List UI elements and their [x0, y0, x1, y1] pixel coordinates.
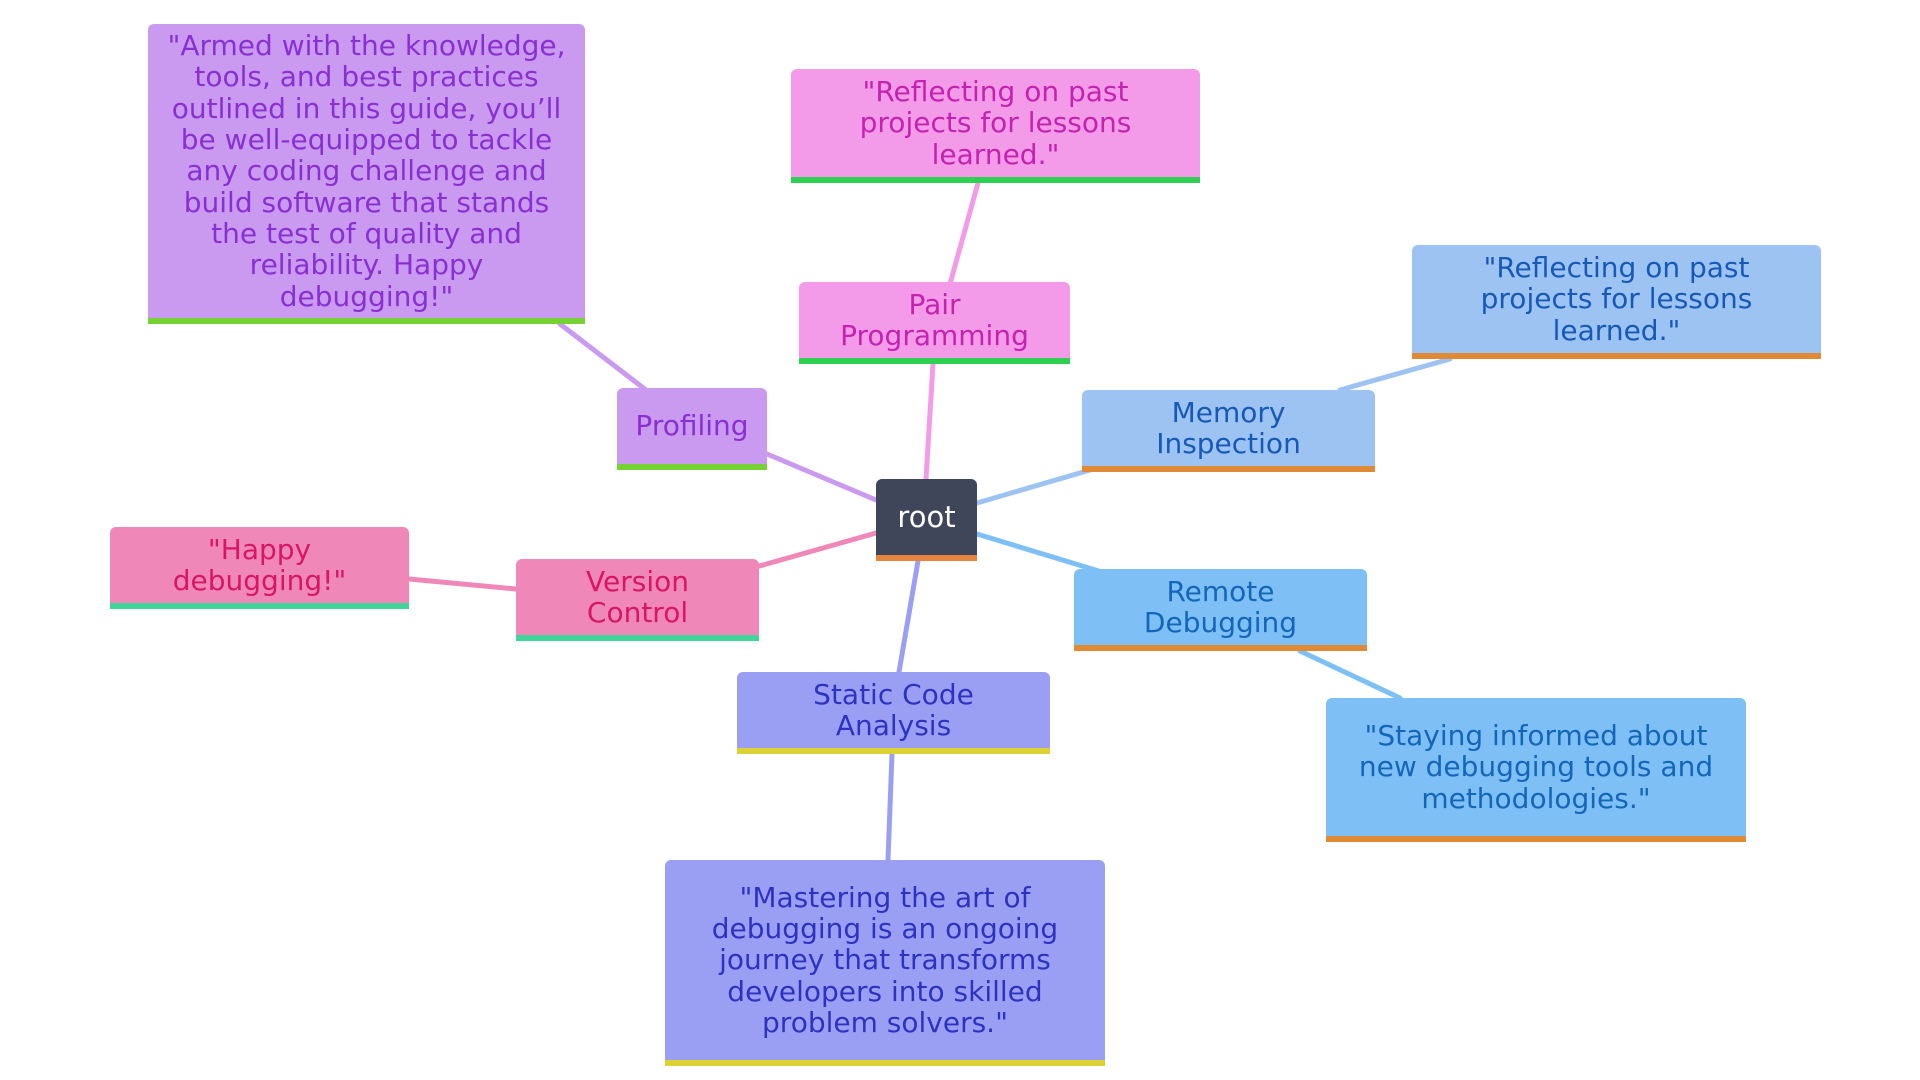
edge-root-memory: [974, 467, 1093, 506]
node-profiling-label: Profiling: [635, 409, 749, 443]
edge-remote-leaf: [1297, 648, 1403, 701]
edge-root-profiling: [764, 451, 879, 503]
node-profiling-note[interactable]: "Armed with the knowledge, tools, and be…: [148, 24, 585, 324]
edge-pair-leaf: [947, 180, 981, 287]
node-version-control[interactable]: Version Control: [516, 559, 759, 641]
node-static-code-analysis[interactable]: Static Code Analysis: [737, 672, 1050, 754]
edge-root-remote: [974, 531, 1105, 575]
node-static-code-analysis-label: Static Code Analysis: [813, 677, 974, 742]
node-memory-inspection-label: Memory Inspection: [1156, 395, 1301, 460]
node-profiling[interactable]: Profiling: [617, 388, 767, 470]
node-static-code-analysis-note-text: "Mastering the art of debugging is an on…: [711, 880, 1059, 1040]
edge-memory-leaf: [1337, 356, 1453, 393]
node-remote-debugging-label: Remote Debugging: [1143, 574, 1298, 639]
node-profiling-note-text: "Armed with the knowledge, tools, and be…: [167, 28, 566, 313]
root-node[interactable]: root: [876, 479, 977, 561]
node-remote-debugging[interactable]: Remote Debugging: [1074, 569, 1367, 651]
node-static-code-analysis-note[interactable]: "Mastering the art of debugging is an on…: [665, 860, 1105, 1066]
edge-root-static: [896, 558, 921, 675]
node-remote-debugging-note[interactable]: "Staying informed about new debugging to…: [1326, 698, 1746, 842]
node-memory-inspection-note[interactable]: "Reflecting on past projects for lessons…: [1412, 245, 1821, 359]
edge-static-leaf: [885, 751, 895, 863]
node-version-control-label: Version Control: [586, 564, 689, 629]
edge-profiling-leaf: [557, 321, 649, 393]
node-pair-programming-note-text: "Reflecting on past projects for lessons…: [859, 74, 1132, 171]
node-pair-programming[interactable]: Pair Programming: [799, 282, 1070, 364]
edge-root-pair: [923, 361, 936, 482]
node-version-control-note[interactable]: "Happy debugging!": [110, 527, 409, 609]
root-node-label: root: [897, 499, 956, 534]
edge-version-leaf: [406, 576, 519, 592]
node-pair-programming-label: Pair Programming: [840, 287, 1029, 352]
node-memory-inspection[interactable]: Memory Inspection: [1082, 390, 1375, 472]
edge-root-version: [753, 530, 879, 570]
node-pair-programming-note[interactable]: "Reflecting on past projects for lessons…: [791, 69, 1200, 183]
node-version-control-note-text: "Happy debugging!": [172, 532, 347, 597]
node-remote-debugging-note-text: "Staying informed about new debugging to…: [1358, 718, 1714, 815]
node-memory-inspection-note-text: "Reflecting on past projects for lessons…: [1480, 250, 1753, 347]
